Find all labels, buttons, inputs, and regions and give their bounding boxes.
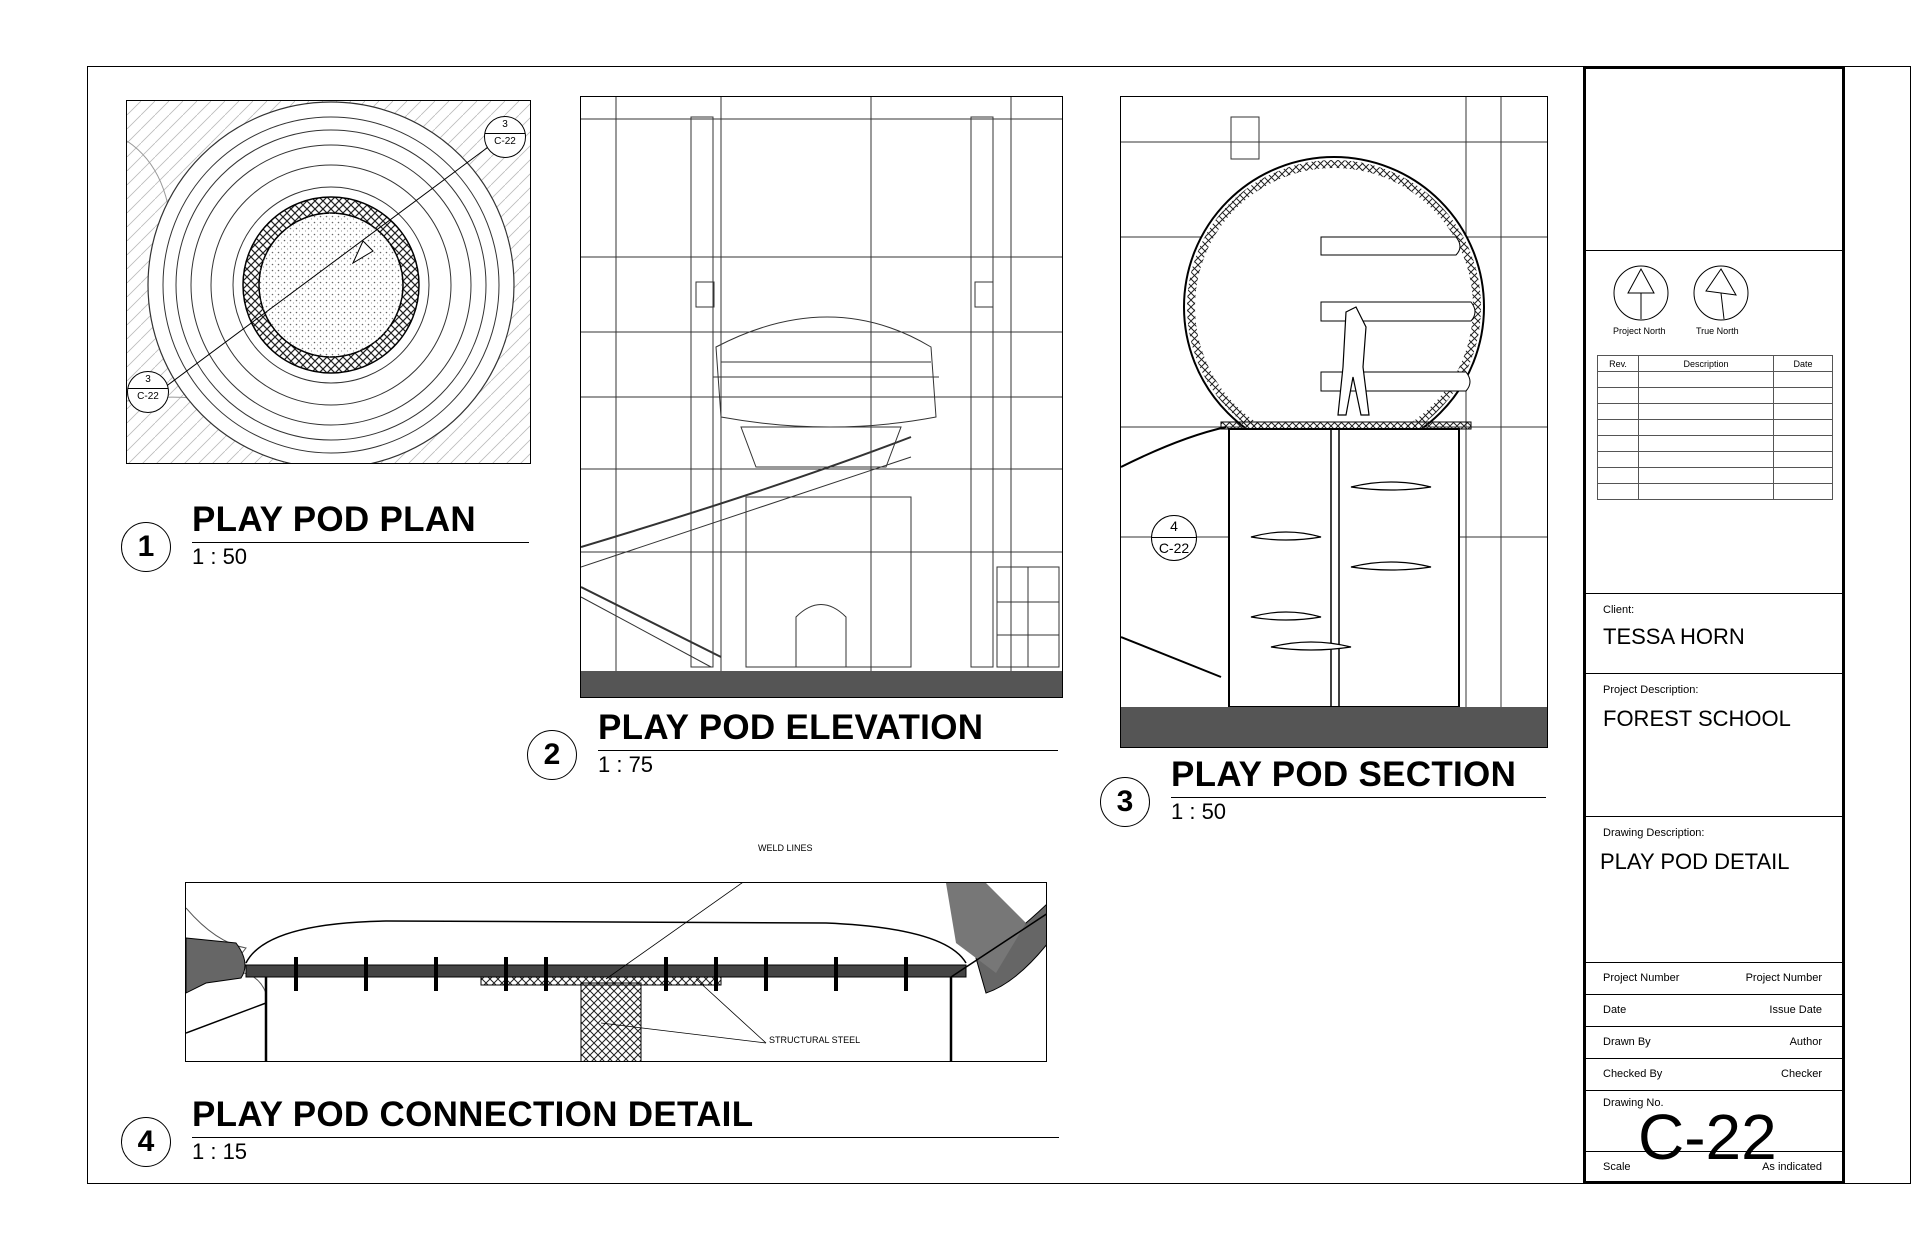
title-block-blank-area: [1586, 69, 1842, 251]
table-row: [1597, 371, 1833, 388]
row-label: Drawn By: [1603, 1036, 1651, 1048]
project-description-label: Project Description:: [1603, 684, 1699, 696]
view-scale-text: 1 : 75: [598, 752, 654, 777]
row-label: Scale: [1603, 1161, 1631, 1173]
drawing-description-label: Drawing Description:: [1603, 827, 1705, 839]
weld-lines-callout: WELD LINES: [758, 843, 813, 853]
marker-number: 3: [502, 119, 508, 130]
marker-sheet: C-22: [485, 133, 525, 150]
project-description-value: FOREST SCHOOL: [1603, 706, 1791, 731]
view-scale-text: 1 : 15: [192, 1139, 248, 1164]
elevation-view-drawing: [580, 96, 1063, 698]
drawing-number-value: C-22: [1638, 1101, 1777, 1173]
view-title-rule: [192, 542, 529, 543]
revision-table: Rev. Description Date: [1597, 355, 1833, 500]
sheet-border: [87, 66, 1911, 1184]
view-title-text: PLAY POD ELEVATION: [598, 708, 984, 747]
view-scale-text: 1 : 50: [192, 544, 248, 569]
table-row: [1597, 483, 1833, 500]
section-view-drawing: 4 C-22: [1120, 96, 1548, 748]
title-block: Project North True North Rev. Descriptio…: [1583, 66, 1845, 1184]
marker-number: 4: [1170, 518, 1178, 534]
project-number-row: Project Number Project Number: [1586, 963, 1842, 995]
view-title-rule: [1171, 797, 1546, 798]
drawing-description-value: PLAY POD DETAIL: [1600, 849, 1790, 874]
elevation-linework: [581, 97, 1062, 697]
plan-section-marker-left[interactable]: 3 C-22: [127, 371, 169, 413]
view-title-rule: [192, 1137, 1059, 1138]
project-north-label: Project North: [1613, 326, 1666, 336]
view-title-rule: [598, 750, 1058, 751]
view-number-badge: 4: [121, 1117, 171, 1167]
connection-detail-drawing: [185, 882, 1047, 1062]
view-title-text: PLAY POD SECTION: [1171, 755, 1517, 794]
view-number-badge: 3: [1100, 777, 1150, 827]
north-arrow-icons: [1613, 265, 1749, 321]
structural-steel-callout: STRUCTURAL STEEL: [769, 1035, 861, 1045]
true-north-label: True North: [1696, 326, 1739, 336]
drawn-by-row: Drawn By Author: [1586, 1027, 1842, 1059]
marker-sheet: C-22: [128, 388, 168, 405]
revision-section: [1586, 251, 1842, 594]
row-label: Checked By: [1603, 1068, 1663, 1080]
marker-number: 3: [145, 374, 151, 385]
view-number-badge: 1: [121, 522, 171, 572]
row-label: Date: [1603, 1004, 1627, 1016]
view-number-badge: 2: [527, 730, 577, 780]
client-label: Client:: [1603, 604, 1635, 616]
drawing-number-section: Drawing No. C-22: [1586, 1091, 1842, 1181]
checked-by-row: Checked By Checker: [1586, 1059, 1842, 1091]
plan-view-drawing: 3 C-22 3 C-22: [126, 100, 531, 464]
north-arrows: Project North True North: [1586, 251, 1842, 341]
detail-linework: [186, 883, 1046, 1061]
client-value: TESSA HORN: [1603, 624, 1745, 649]
view-title-text: PLAY POD CONNECTION DETAIL: [192, 1095, 754, 1134]
table-row: [1597, 451, 1833, 468]
view-title-text: PLAY POD PLAN: [192, 500, 476, 539]
table-row: [1597, 387, 1833, 404]
row-value: Project Number: [1745, 972, 1822, 984]
row-value: Author: [1789, 1036, 1822, 1048]
section-linework: [1121, 97, 1547, 747]
row-value: Issue Date: [1769, 1004, 1822, 1016]
view-scale-text: 1 : 50: [1171, 799, 1227, 824]
drawing-description-section: Drawing Description: PLAY POD DETAIL: [1586, 817, 1842, 963]
client-section: Client: TESSA HORN: [1586, 594, 1842, 674]
date-row: Date Issue Date: [1586, 995, 1842, 1027]
scale-row: Scale As indicated: [1586, 1151, 1842, 1183]
marker-sheet: C-22: [1152, 537, 1196, 559]
row-value: As indicated: [1762, 1161, 1822, 1173]
drawing-number-label: Drawing No.: [1603, 1097, 1664, 1109]
row-label: Project Number: [1603, 972, 1680, 984]
plan-section-marker-top[interactable]: 3 C-22: [484, 116, 526, 158]
row-value: Checker: [1781, 1068, 1822, 1080]
project-description-section: Project Description: FOREST SCHOOL: [1586, 674, 1842, 817]
plan-linework: [127, 101, 530, 463]
section-detail-marker[interactable]: 4 C-22: [1151, 515, 1197, 561]
